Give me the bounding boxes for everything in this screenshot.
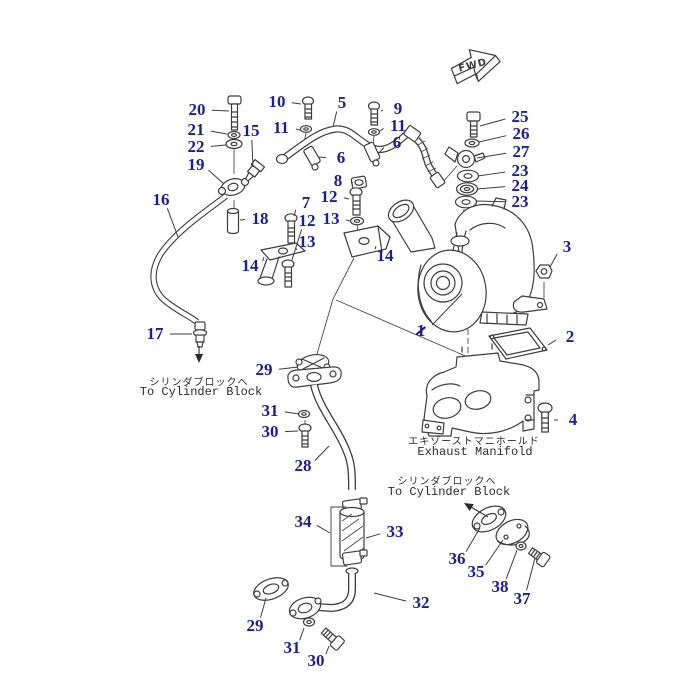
callout-label-10: 10 bbox=[268, 92, 286, 111]
tube-16-drawing bbox=[150, 193, 228, 325]
bolt-4-drawing bbox=[537, 402, 553, 433]
to-cylinder-block-left-jp: シリンダブロックヘ bbox=[149, 377, 249, 389]
callout-label-15: 15 bbox=[242, 121, 260, 140]
callout-label-22: 22 bbox=[187, 137, 205, 156]
connector-17-drawing bbox=[192, 321, 208, 348]
bolt-20-drawing bbox=[227, 95, 242, 131]
exhaust-manifold-drawing bbox=[421, 343, 540, 437]
bolt-25-drawing bbox=[466, 111, 481, 138]
clamp-6-right-drawing bbox=[363, 141, 381, 167]
callout-label-28: 28 bbox=[294, 456, 312, 475]
elbow-27-drawing bbox=[444, 146, 486, 169]
spacer-18-drawing bbox=[226, 207, 240, 235]
callout-label-27: 27 bbox=[512, 142, 530, 161]
callout-label-24: 24 bbox=[511, 176, 529, 195]
callout-label-14: 14 bbox=[241, 256, 259, 275]
washer-23-upper-drawing bbox=[456, 169, 480, 183]
callout-label-12: 12 bbox=[320, 187, 338, 206]
washer-11-left-drawing bbox=[299, 125, 313, 133]
callout-label-13: 13 bbox=[322, 209, 340, 228]
callout-label-13: 13 bbox=[298, 232, 316, 251]
callout-label-6: 6 bbox=[392, 133, 402, 152]
callout-label-20: 20 bbox=[188, 100, 206, 119]
callout-label-30: 30 bbox=[307, 651, 325, 670]
bolt-12-right-drawing bbox=[349, 187, 363, 216]
clamp-6-left-drawing bbox=[303, 145, 321, 171]
bracket-14-right-drawing bbox=[343, 225, 391, 258]
callout-label-2: 2 bbox=[565, 327, 575, 346]
callout-label-17: 17 bbox=[146, 324, 164, 343]
callout-label-21: 21 bbox=[187, 120, 205, 139]
callout-label-35: 35 bbox=[467, 562, 485, 581]
callout-label-8: 8 bbox=[333, 171, 343, 190]
callout-label-4: 4 bbox=[568, 410, 578, 429]
callout-label-5: 5 bbox=[337, 93, 347, 112]
washer-22-drawing bbox=[225, 138, 243, 150]
joint-24-drawing bbox=[455, 182, 479, 196]
oil-feed-tube-5-drawing bbox=[275, 125, 446, 189]
bolt-37-drawing bbox=[527, 547, 551, 568]
callout-label-19: 19 bbox=[187, 155, 205, 174]
turbocharger-drawing bbox=[387, 197, 548, 333]
tube-32-drawing bbox=[288, 567, 359, 620]
callout-label-6: 6 bbox=[336, 148, 346, 167]
clamp-group-34-bracket bbox=[330, 506, 348, 567]
nut-8-drawing bbox=[350, 175, 368, 190]
bolt-30-upper-drawing bbox=[298, 423, 312, 448]
bolt-10-drawing bbox=[301, 96, 315, 120]
bolt-7-drawing bbox=[284, 213, 298, 244]
fwd-direction-arrow: FWD bbox=[450, 49, 501, 85]
callout-label-23: 23 bbox=[511, 161, 529, 180]
callout-label-32: 32 bbox=[412, 593, 430, 612]
drain-flange-drawing bbox=[287, 366, 342, 388]
callout-label-29: 29 bbox=[255, 360, 273, 379]
callout-label-37: 37 bbox=[513, 589, 531, 608]
callout-label-18: 18 bbox=[251, 209, 269, 228]
callout-label-34: 34 bbox=[294, 512, 312, 531]
callout-label-25: 25 bbox=[511, 107, 529, 126]
callout-label-16: 16 bbox=[152, 190, 170, 209]
callout-label-1: 1 bbox=[416, 321, 426, 340]
nut-3-drawing bbox=[535, 264, 553, 279]
callout-label-30: 30 bbox=[261, 422, 279, 441]
to-cylinder-block-right-en: To Cylinder Block bbox=[387, 485, 511, 499]
callout-label-11: 11 bbox=[272, 118, 290, 137]
bolt-12-left-drawing bbox=[281, 259, 295, 288]
clamp-34-lower-drawing bbox=[341, 549, 368, 566]
exhaust-manifold-en: Exhaust Manifold bbox=[417, 445, 533, 459]
callout-label-14: 14 bbox=[376, 246, 394, 265]
callout-label-3: 3 bbox=[562, 237, 572, 256]
washer-26-drawing bbox=[464, 138, 480, 148]
washer-13-right-drawing bbox=[349, 216, 365, 226]
washer-38-drawing bbox=[515, 541, 527, 551]
fwd-label: FWD bbox=[457, 57, 488, 75]
bolt-9-drawing bbox=[367, 101, 381, 126]
to-cylinder-block-left-en: To Cylinder Block bbox=[139, 385, 263, 399]
callout-label-23: 23 bbox=[511, 192, 529, 211]
callout-label-26: 26 bbox=[512, 124, 530, 143]
to-cylinder-block-right-jp: シリンダブロックヘ bbox=[397, 476, 497, 488]
callout-label-36: 36 bbox=[448, 549, 466, 568]
cover-35-drawing bbox=[495, 518, 530, 546]
callout-label-7: 7 bbox=[301, 193, 311, 212]
callout-label-38: 38 bbox=[491, 577, 509, 596]
washer-31-lower-drawing bbox=[302, 617, 316, 627]
exhaust-manifold-jp: エキゾーストマニホールド bbox=[408, 436, 540, 448]
gasket-29-lower-drawing bbox=[253, 577, 289, 601]
callout-label-33: 33 bbox=[386, 522, 404, 541]
tube-28-drawing bbox=[310, 383, 356, 491]
callout-label-9: 9 bbox=[393, 99, 403, 118]
bolt-30-lower-drawing bbox=[320, 627, 345, 651]
callout-label-29: 29 bbox=[246, 616, 264, 635]
washer-21-drawing bbox=[227, 130, 241, 140]
callout-label-31: 31 bbox=[261, 401, 279, 420]
washer-11-right-drawing bbox=[367, 128, 381, 136]
callout-label-11: 11 bbox=[389, 116, 407, 135]
elbow-19-drawing bbox=[217, 177, 250, 196]
callout-label-31: 31 bbox=[283, 638, 301, 657]
washer-31-upper-drawing bbox=[297, 409, 311, 419]
callout-label-12: 12 bbox=[298, 211, 316, 230]
gasket-2-drawing bbox=[488, 327, 548, 360]
